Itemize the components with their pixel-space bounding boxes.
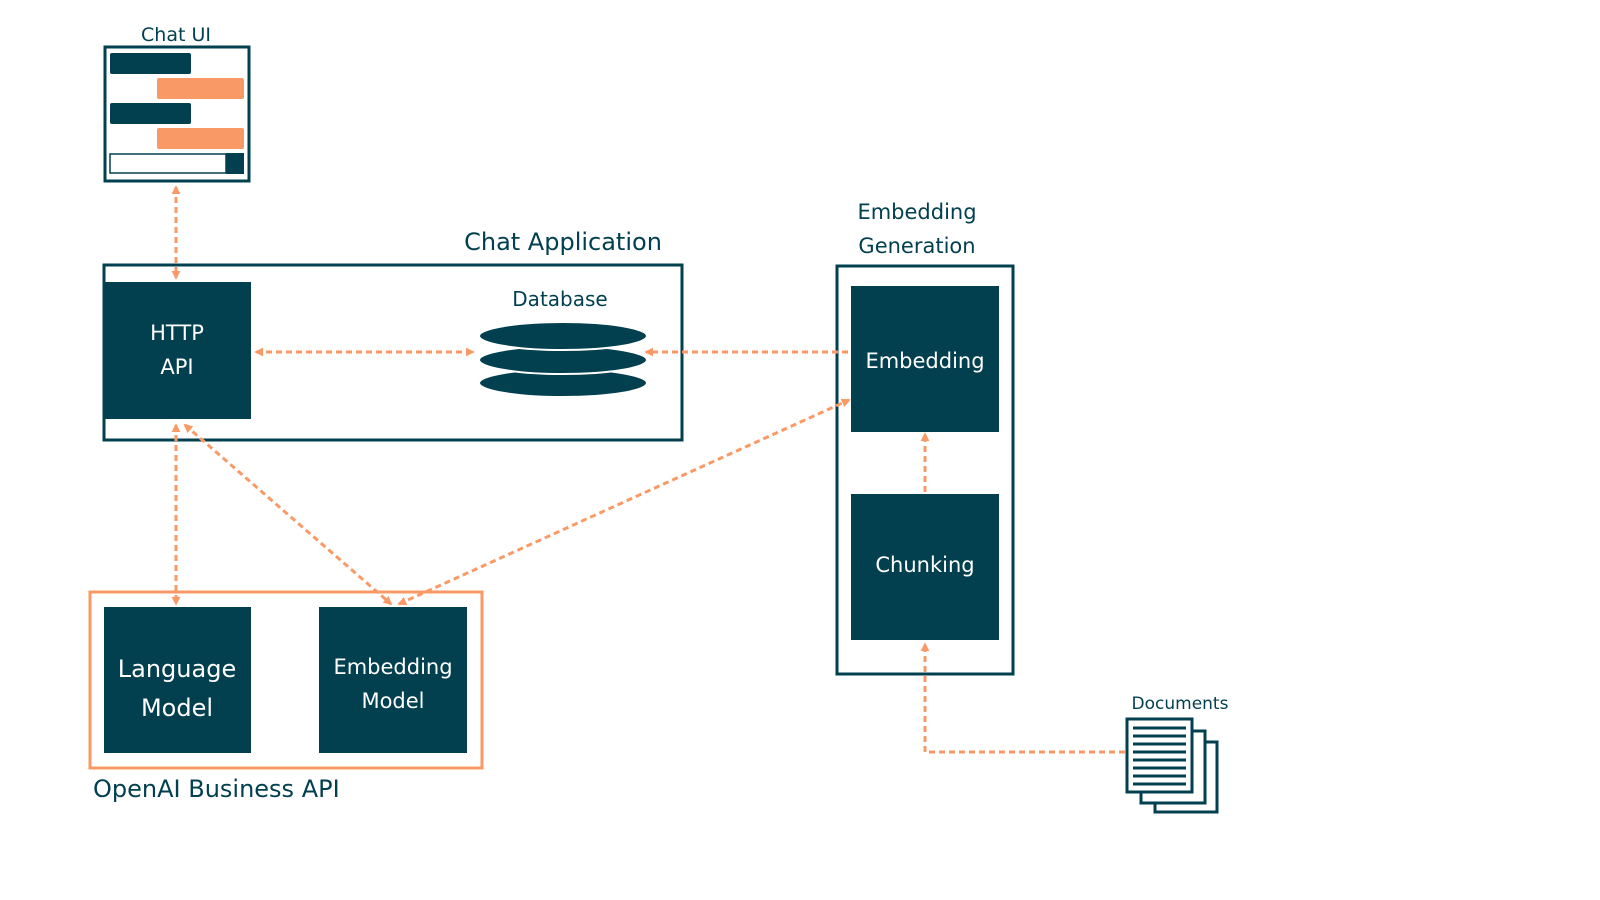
connector-embedding-model-embedding [397,398,851,606]
language-model-label-line1: Language [118,655,236,683]
embedding-model-label-line2: Model [361,689,424,713]
database-node: Database [478,287,648,398]
embedding-model-label-line1: Embedding [333,655,452,679]
documents-label: Documents [1132,694,1229,714]
embedding-generation-label-line2: Generation [858,234,975,258]
http-api-box: HTTP API [104,282,251,419]
embedding-generation-label-line1: Embedding [857,200,976,224]
http-api-label-line2: API [160,355,193,379]
language-model-label-line2: Model [141,694,213,722]
openai-business-api-label: OpenAI Business API [93,775,340,803]
chat-ui-label: Chat UI [141,24,211,46]
openai-business-api-group: Language Model Embedding Model OpenAI Bu… [88,590,484,803]
connector-documents-chunking [920,642,1125,754]
chunking-label: Chunking [875,553,974,577]
embedding-box: Embedding [851,286,999,432]
connector-http-api-embedding-model [183,423,393,606]
chunking-box: Chunking [851,494,999,640]
embedding-generation-group: Embedding Generation Embedding Chunking [835,200,1015,676]
embedding-model-box: Embedding Model [319,607,467,753]
documents-stack-icon [1125,717,1219,814]
language-model-box: Language Model [104,607,251,753]
documents-group: Documents [1125,694,1229,814]
chat-ui-group: Chat UI [103,24,251,183]
chat-application-label: Chat Application [464,228,662,256]
database-label: Database [512,287,607,311]
connectors [171,185,1125,754]
database-icon [478,321,648,398]
embedding-label: Embedding [865,349,984,373]
chat-window-icon [103,45,251,183]
chat-application-group: Chat Application HTTP API Database [102,228,684,442]
http-api-label-line1: HTTP [150,321,204,345]
